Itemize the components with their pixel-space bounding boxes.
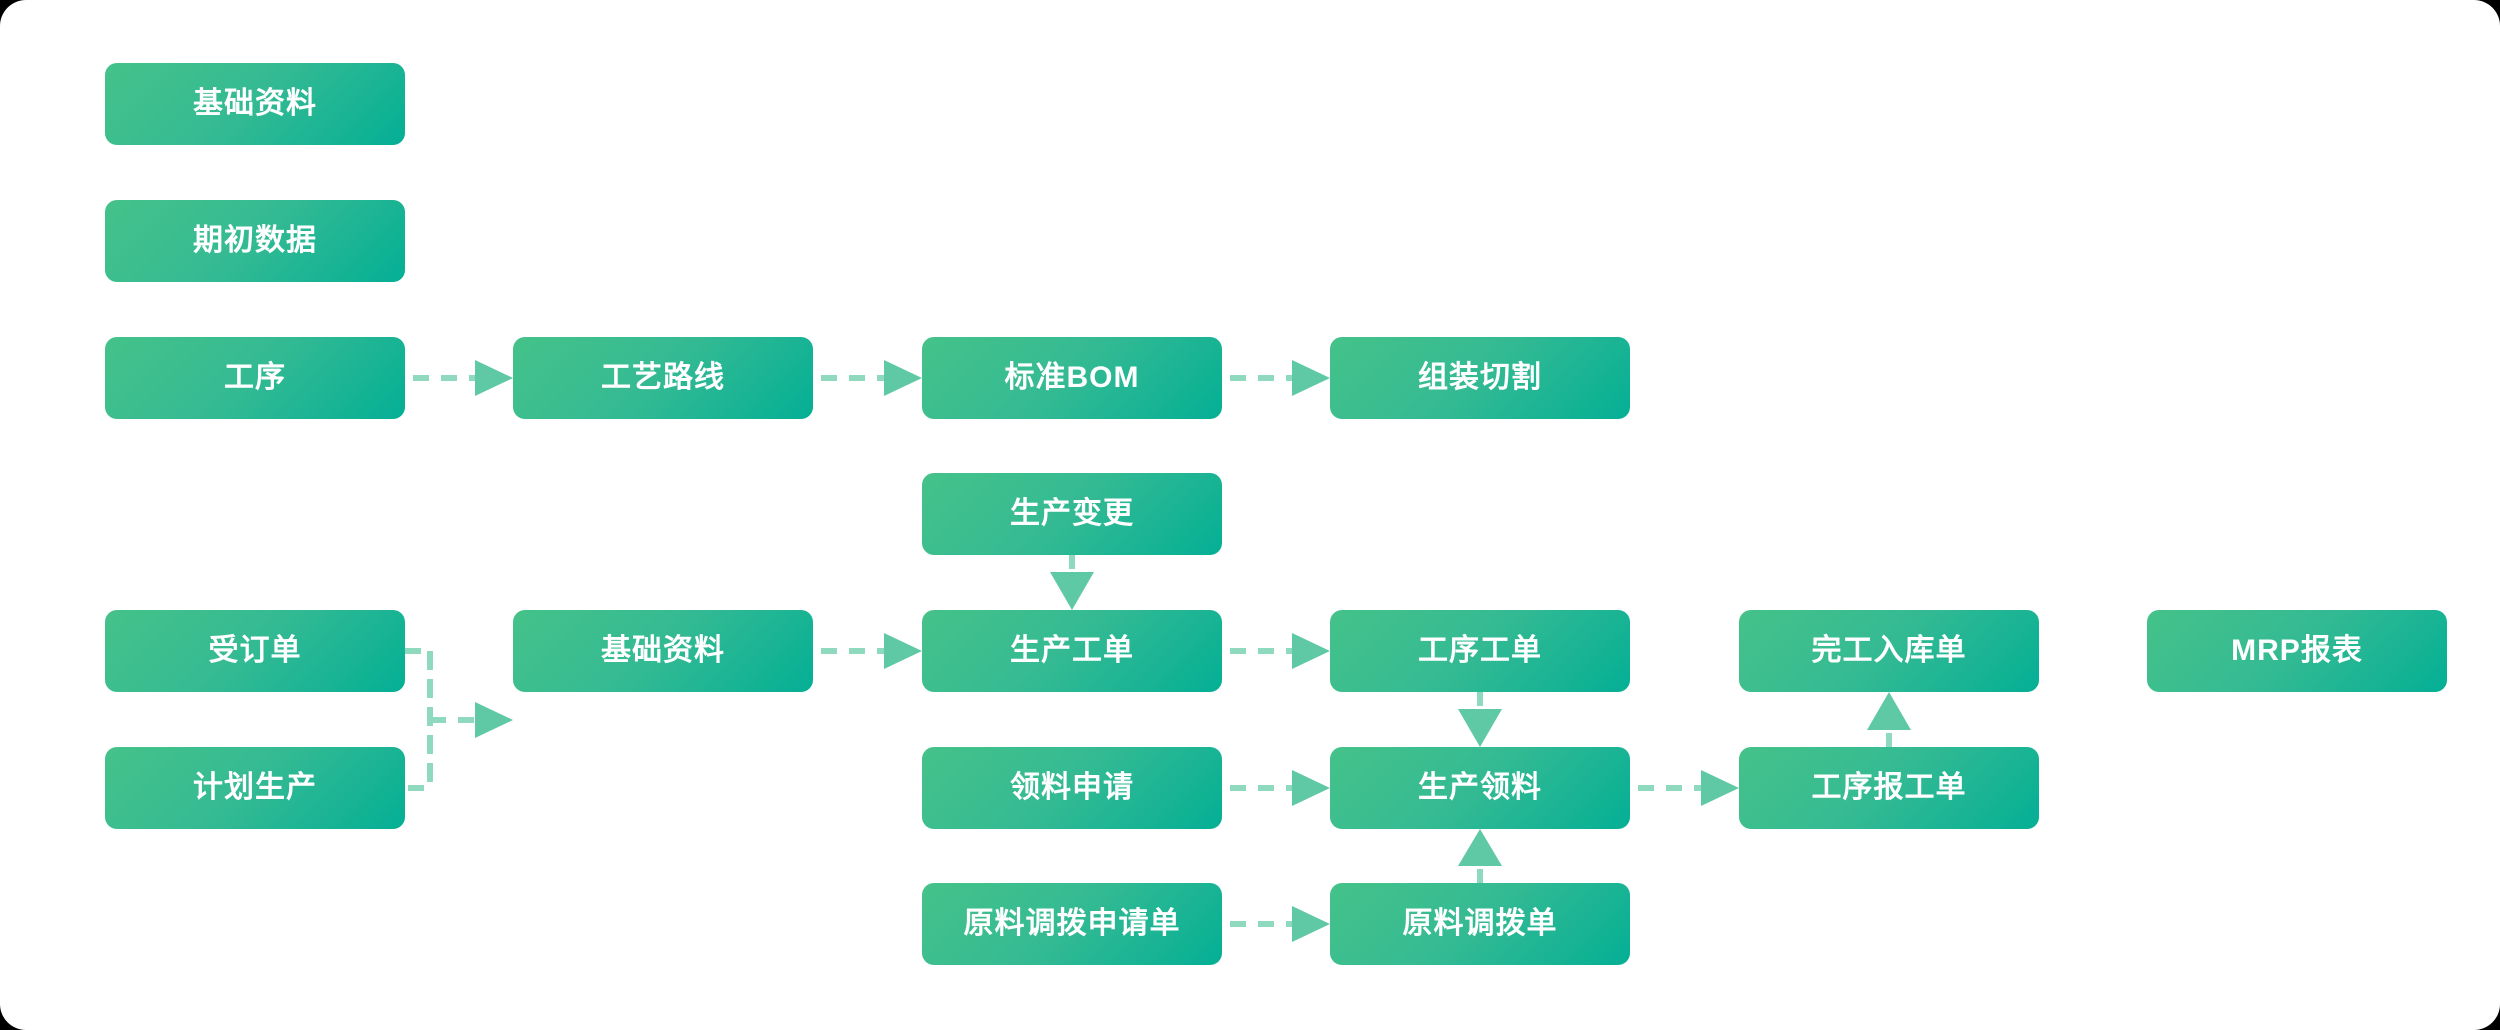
node-process-work-order[interactable]: 工序工单 (1330, 610, 1630, 692)
node-basic-data-main[interactable]: 基础资料 (513, 610, 813, 692)
edge-orders-merge-to-basic-data (405, 648, 513, 791)
node-label: 完工入库单 (1811, 634, 1967, 667)
edge-issue-to-report (1638, 770, 1739, 806)
node-label: 期初数据 (193, 224, 317, 257)
node-sales-order[interactable]: 受订单 (105, 610, 405, 692)
edge-process-order-to-issue (1458, 692, 1502, 747)
node-finished-goods-receipt[interactable]: 完工入库单 (1739, 610, 2039, 692)
node-label: 受订单 (208, 634, 302, 667)
edge-transfer-request-to-order (1230, 906, 1330, 942)
node-label: 领料申请 (1010, 771, 1134, 804)
node-planned-production[interactable]: 计划生产 (105, 747, 405, 829)
node-label: 原料调拨申请单 (963, 907, 1181, 940)
edge-basic-data-to-work-order (821, 633, 922, 669)
edge-bom-to-assembly (1230, 360, 1330, 396)
edge-work-order-to-process-order (1230, 633, 1330, 669)
node-label: 原料调拨单 (1402, 907, 1558, 940)
node-mrp-report[interactable]: MRP报表 (2147, 610, 2447, 692)
node-production-issue[interactable]: 生产领料 (1330, 747, 1630, 829)
node-label: 生产工单 (1010, 634, 1134, 667)
edge-requisition-to-issue (1230, 770, 1330, 806)
node-process[interactable]: 工序 (105, 337, 405, 419)
edge-report-to-receipt (1867, 692, 1911, 747)
node-label: 工序工单 (1418, 634, 1542, 667)
node-standard-bom[interactable]: 标准BOM (922, 337, 1222, 419)
node-production-change[interactable]: 生产变更 (922, 473, 1222, 555)
node-label: 工序 (224, 361, 286, 394)
node-label: 生产领料 (1418, 771, 1542, 804)
node-opening-data[interactable]: 期初数据 (105, 200, 405, 282)
node-process-report[interactable]: 工序报工单 (1739, 747, 2039, 829)
edge-process-to-route (413, 360, 513, 396)
node-label: 工艺路线 (601, 361, 725, 394)
node-label: 生产变更 (1010, 497, 1134, 530)
node-label: MRP报表 (2231, 634, 2363, 667)
node-label: 基础资料 (193, 87, 317, 120)
node-label: 标准BOM (1004, 361, 1140, 394)
node-material-transfer-order[interactable]: 原料调拨单 (1330, 883, 1630, 965)
node-label: 组装切割 (1418, 361, 1542, 394)
edge-change-to-work-order (1050, 555, 1094, 610)
edge-transfer-order-to-issue (1458, 829, 1502, 883)
node-label: 工序报工单 (1811, 771, 1967, 804)
node-material-transfer-request[interactable]: 原料调拨申请单 (922, 883, 1222, 965)
node-assembly-cutting[interactable]: 组装切割 (1330, 337, 1630, 419)
node-process-route[interactable]: 工艺路线 (513, 337, 813, 419)
node-basic-data-top[interactable]: 基础资料 (105, 63, 405, 145)
node-material-requisition[interactable]: 领料申请 (922, 747, 1222, 829)
node-label: 基础资料 (601, 634, 725, 667)
node-label: 计划生产 (193, 771, 317, 804)
edge-route-to-bom (821, 360, 922, 396)
node-production-work-order[interactable]: 生产工单 (922, 610, 1222, 692)
